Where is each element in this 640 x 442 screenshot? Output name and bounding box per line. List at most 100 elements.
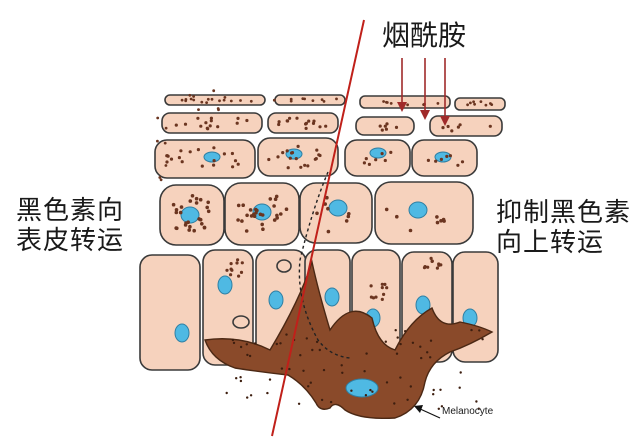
- melanin-dot: [384, 207, 389, 212]
- melanin-dot: [399, 342, 402, 346]
- melanin-dot: [315, 211, 319, 216]
- melanin-dot: [458, 123, 462, 127]
- melanin-dot: [429, 339, 433, 342]
- melanin-dot: [426, 265, 430, 269]
- melanin-dot: [429, 256, 433, 260]
- melanin-dot: [411, 341, 415, 344]
- melanin-dot: [216, 125, 220, 129]
- melanin-dot: [396, 336, 399, 339]
- melanin-dot: [246, 353, 249, 357]
- melanin-dot: [435, 266, 439, 270]
- melanin-dot: [188, 199, 193, 203]
- melanin-dot: [435, 215, 439, 219]
- melanin-dot: [436, 102, 440, 105]
- melanin-dot: [198, 197, 203, 202]
- melanin-dot: [344, 219, 349, 223]
- melanin-dot: [277, 122, 281, 127]
- melanin-dot: [297, 402, 301, 405]
- melanin-dot: [187, 228, 191, 232]
- melanin-dot: [200, 100, 204, 104]
- melanin-dot: [216, 107, 220, 110]
- cell-nucleus: [324, 287, 340, 307]
- melanin-dot: [394, 329, 397, 332]
- melanin-dot: [369, 388, 372, 392]
- melanin-dot: [188, 93, 192, 97]
- melanin-dot: [369, 284, 373, 288]
- melanin-dot: [190, 194, 195, 198]
- melanin-dot: [192, 98, 196, 102]
- melanin-dot: [204, 121, 208, 125]
- melanin-dot: [419, 345, 422, 348]
- melanin-dot: [285, 119, 289, 123]
- melanin-dot: [409, 385, 412, 388]
- melanin-dot: [441, 126, 445, 130]
- melanin-dot: [230, 268, 234, 272]
- cell-nucleus: [434, 151, 452, 163]
- melanin-dot: [273, 197, 278, 201]
- epidermal-cell: [429, 115, 503, 137]
- melanin-dot: [439, 263, 443, 267]
- melanin-dot: [383, 282, 387, 286]
- melanin-dot: [194, 196, 199, 201]
- melanin-dot: [235, 377, 238, 380]
- melanin-dot: [183, 223, 188, 227]
- melanin-dot: [395, 214, 399, 219]
- epidermal-cell: [161, 112, 263, 134]
- melanin-dot: [371, 390, 374, 393]
- melanin-dot: [385, 100, 388, 104]
- melanin-dot: [382, 100, 385, 103]
- melanin-dot: [236, 218, 240, 222]
- melanin-dot: [260, 222, 265, 227]
- melanin-dot: [175, 226, 179, 231]
- melanin-dot: [367, 162, 371, 166]
- melanin-dot: [432, 393, 435, 396]
- melanin-dot: [180, 98, 184, 102]
- melanin-dot: [236, 162, 240, 166]
- melanin-dot: [225, 391, 228, 395]
- melanin-dot: [296, 144, 300, 148]
- melanin-dot: [274, 194, 279, 199]
- melanin-dot: [197, 217, 201, 221]
- melanin-dot: [197, 108, 200, 111]
- melanin-dot: [205, 101, 209, 104]
- melanin-dot: [192, 95, 196, 98]
- melanin-dot: [235, 121, 239, 125]
- melanin-dot: [384, 340, 387, 343]
- melanin-dot: [472, 100, 475, 104]
- melanin-dot: [383, 124, 387, 128]
- cell-nucleus: [285, 148, 303, 160]
- label-melanin-transfer: 黑色素向 表皮转运: [16, 196, 124, 256]
- melanin-dot: [206, 200, 210, 205]
- melanin-dot: [341, 371, 344, 374]
- melanin-dot: [395, 352, 399, 355]
- divider-line: [271, 19, 365, 437]
- melanin-dot: [322, 368, 326, 372]
- label-melanocyte: Melanocyte: [442, 406, 494, 417]
- melanin-dot: [229, 273, 233, 277]
- melanin-dot: [437, 407, 440, 410]
- label-right-line2: 向上转运: [496, 228, 605, 258]
- down-arrow-icon: [420, 110, 430, 120]
- label-left-line1: 黑色素向: [16, 196, 125, 226]
- melanin-dot: [432, 388, 435, 392]
- melanin-dot: [239, 376, 242, 379]
- melanin-dot: [317, 153, 321, 157]
- melanin-dot: [239, 379, 243, 383]
- melanin-dot: [179, 149, 183, 153]
- pointer-arrow-icon: [417, 407, 441, 419]
- melanin-dot: [322, 100, 326, 103]
- melanin-dot: [284, 207, 289, 211]
- melanin-dot: [206, 209, 211, 214]
- melanin-dot: [236, 258, 240, 262]
- down-arrow-icon: [397, 102, 407, 112]
- melanin-dot: [470, 328, 473, 332]
- melanin-dot: [199, 124, 203, 128]
- melanin-dot: [252, 212, 256, 217]
- melanin-dot: [158, 176, 162, 179]
- melanin-dot: [311, 99, 315, 102]
- melanin-dot: [194, 201, 199, 205]
- melanin-dot: [385, 381, 389, 384]
- melanin-dot: [315, 148, 319, 152]
- melanin-dot: [255, 208, 259, 213]
